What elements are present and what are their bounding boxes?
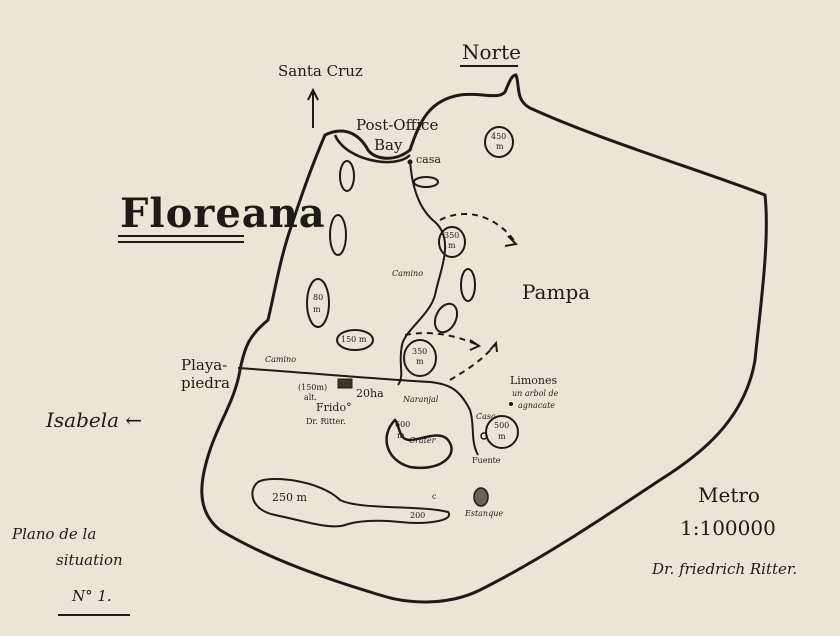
estanque-pond — [473, 487, 489, 507]
elev-200: 200 — [410, 511, 426, 520]
elev-350s-unit: m — [416, 357, 424, 366]
trail-dashed-north — [439, 212, 516, 243]
label-piedra: piedra — [181, 374, 230, 392]
elev-450-num: 450 — [491, 132, 507, 141]
label-camino-west: Camino — [265, 355, 297, 364]
casa-east-marker — [480, 432, 488, 440]
label-hectares: 20ha — [356, 387, 384, 400]
label-bay: Bay — [374, 136, 403, 154]
trail-dashed-mid — [404, 332, 479, 346]
road-west — [237, 367, 479, 456]
label-crater-600: 600 — [395, 420, 411, 429]
hill-150 — [336, 329, 374, 351]
elev-500-unit: m — [498, 432, 506, 441]
caption-line-1: Plano de la — [12, 525, 97, 543]
elev-450-unit: m — [496, 142, 504, 151]
label-aguacate-1: un arbol de — [512, 389, 559, 398]
elev-350n-unit: m — [448, 241, 456, 250]
label-naranjal: Naranjal — [403, 395, 439, 404]
label-dr-ritter: Dr. Ritter. — [306, 417, 346, 426]
hill-250-200 — [251, 478, 451, 528]
label-crater: Crater — [409, 436, 436, 445]
hill-oval — [329, 214, 347, 256]
elev-350s-num: 350 — [412, 347, 428, 356]
label-alt-150: (150m) — [298, 383, 328, 392]
road-north — [397, 159, 447, 386]
elev-80-num: 80 — [313, 293, 324, 302]
hill-oval — [339, 160, 355, 192]
label-post-office: Post-Office — [356, 116, 439, 134]
label-crater-m: m — [397, 431, 405, 440]
label-pampa: Pampa — [522, 280, 591, 304]
label-estanque: Estanque — [465, 509, 504, 518]
label-casa-north: casa — [416, 153, 441, 166]
island-coastline — [200, 73, 768, 604]
hill-450 — [484, 126, 514, 158]
label-playa: Playa- — [181, 356, 228, 374]
trail-dashed-east — [449, 344, 496, 381]
post-office-bay — [333, 134, 411, 164]
hill-80 — [306, 278, 330, 328]
caption-line-3: N° 1. — [72, 587, 112, 605]
elev-250: 250 m — [272, 491, 307, 504]
caption-line-2: situation — [56, 551, 123, 569]
arrow-head-mid — [469, 339, 482, 351]
scale-label: Metro — [698, 483, 760, 507]
elev-500-num: 500 — [494, 421, 510, 430]
casa-marker — [407, 159, 413, 165]
label-santa-cruz: Santa Cruz — [278, 62, 363, 80]
label-casa-east: Casa — [476, 412, 496, 421]
elev-350n-num: 350 — [444, 231, 460, 240]
label-limones: Limones — [510, 374, 558, 387]
friedo-house — [337, 378, 353, 389]
arrow-head-east — [489, 340, 498, 353]
label-camino-mid: Camino — [392, 269, 424, 278]
label-fuente: Fuente — [472, 456, 501, 465]
hill-oval — [413, 176, 439, 188]
map-title: Floreana — [120, 190, 326, 237]
hill-350-south — [403, 339, 437, 377]
label-c-mark: c — [432, 492, 437, 501]
hill-350-north — [438, 226, 466, 258]
elev-150: 150 m — [341, 335, 367, 344]
santa-cruz-arrow-head — [307, 87, 319, 101]
label-isabela: Isabela ← — [46, 408, 143, 432]
label-alt: alt. — [304, 393, 318, 402]
hill-oval — [460, 268, 476, 302]
arrow-head-north — [504, 235, 519, 247]
signature: Dr. friedrich Ritter. — [652, 560, 798, 578]
scale-ratio: 1:100000 — [680, 516, 776, 540]
hill-500 — [485, 415, 519, 449]
elev-80-unit: m — [313, 305, 321, 314]
north-label: Norte — [462, 40, 521, 64]
crater — [385, 418, 453, 470]
label-friedo: Frido° — [316, 401, 352, 414]
aguacate-marker — [509, 402, 513, 406]
hill-oval — [433, 302, 459, 334]
label-aguacate-2: agnacate — [518, 401, 556, 410]
